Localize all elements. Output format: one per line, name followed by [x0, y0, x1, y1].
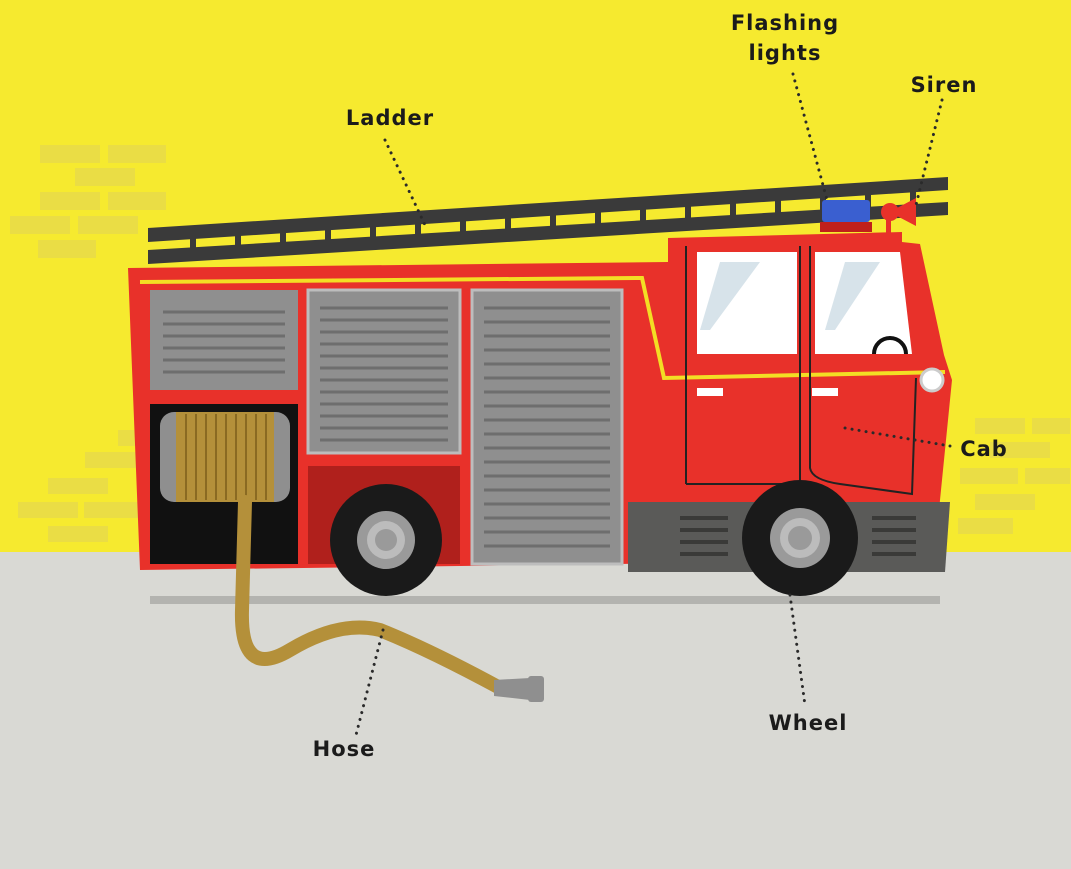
wheel-front [742, 480, 858, 596]
rear-shutter [150, 290, 298, 390]
flashing-light-icon [820, 200, 872, 232]
large-shutter [472, 290, 622, 564]
door-handle-front [812, 388, 838, 396]
label-hose: Hose [313, 737, 376, 761]
label-siren: Siren [911, 73, 978, 97]
label-ladder: Ladder [346, 106, 434, 130]
label-cab: Cab [960, 437, 1008, 461]
ground-shadow [150, 596, 940, 604]
door-handle-rear [697, 388, 723, 396]
label-flashing-lights: Flashing [731, 11, 839, 35]
headlight [921, 369, 943, 391]
wheel-rear [330, 484, 442, 596]
label-flashing-lights-line2: lights [749, 41, 822, 65]
hose-reel-icon [160, 412, 290, 502]
label-wheel: Wheel [769, 711, 848, 735]
